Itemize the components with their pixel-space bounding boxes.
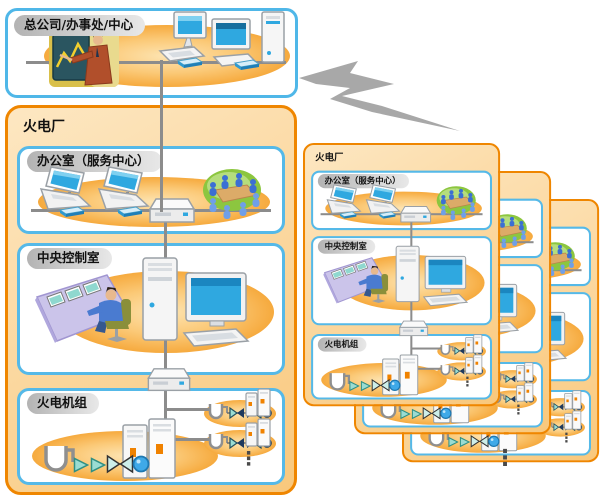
laptop-icon: [97, 166, 151, 212]
operator-console-icon: [323, 256, 399, 305]
network-adapter-icon: [377, 210, 397, 219]
more-units-ellipsis: ⋮: [511, 402, 525, 418]
mini-servers-icon: [465, 334, 483, 354]
unit-branch-line: [411, 347, 443, 350]
process-pump-circle-icon: [132, 455, 150, 473]
valve-bowtie-icon: [106, 454, 134, 474]
workstation-tower-icon: [142, 253, 252, 349]
process-tank-icon: [327, 369, 351, 396]
plant-trunk-line: [164, 391, 167, 441]
more-units-ellipsis: ⋮: [239, 448, 258, 470]
control-room-label-pill: 中央控制室: [27, 248, 112, 269]
process-pump-circle-icon: [389, 379, 401, 391]
hq-lan-line: [26, 61, 286, 64]
mini-servers-icon: [564, 390, 582, 410]
laptop-icon: [326, 184, 362, 215]
power-unit-label-pill: 火电机组: [27, 393, 100, 414]
more-units-ellipsis: ⋮: [559, 430, 573, 446]
hq-to-plant-trunk-line: [160, 60, 163, 212]
network-switch-icon: [398, 319, 430, 339]
unit-branch-line: [166, 438, 212, 441]
control-room-label-pill: 中央控制室: [317, 239, 375, 254]
headquarters-box: 总公司/办事处/中心: [5, 8, 298, 98]
network-switch-icon: [145, 366, 193, 396]
wan-lightning-icon: [292, 50, 472, 144]
valve-triangle-icon: [400, 408, 411, 420]
plant-card-title: 火电厂: [23, 119, 65, 135]
valve-triangle-icon: [360, 380, 372, 392]
process-tank-icon: [41, 440, 75, 480]
operator-console-icon: [35, 273, 147, 345]
valve-bowtie-icon: [371, 378, 390, 393]
office-label-pill: 办公室（服务中心）: [317, 174, 409, 188]
plant-card-slot-main: 火电厂 办公室（服务中心） 中央控制室 火电机组: [5, 105, 297, 495]
mini-servers-icon: [245, 388, 271, 418]
process-pump-circle-icon: [488, 435, 500, 447]
mini-servers-icon: [564, 410, 582, 430]
power-unit-label-pill: 火电机组: [317, 337, 367, 352]
workstation-tower-icon: [395, 243, 469, 308]
network-adapter-icon: [57, 204, 86, 218]
network-hub-icon: [399, 204, 433, 226]
plant-trunk-line: [410, 336, 413, 370]
valve-bowtie-icon: [470, 434, 489, 449]
process-pump-circle-icon: [440, 407, 452, 419]
valve-triangle-icon: [349, 380, 360, 392]
hq-label-pill: 总公司/办事处/中心: [14, 15, 146, 36]
laptop-icon: [365, 184, 401, 215]
unit-branch-line: [166, 408, 212, 411]
unit-branch-line: [411, 367, 443, 370]
valve-triangle-icon: [90, 457, 107, 473]
presenter-chart-icon: [48, 25, 120, 89]
more-units-ellipsis: ⋮: [460, 374, 474, 390]
network-hub-icon: [147, 196, 197, 228]
valve-triangle-icon: [459, 436, 471, 448]
monitor-keyboard-icon: [154, 11, 214, 67]
power-plant-card: 火电厂 办公室（服务中心） 中央控制室 火电机组: [5, 105, 297, 495]
conference-table-icon: [435, 184, 478, 225]
server-towers-icon: [382, 354, 419, 396]
plant-card-title: 火电厂: [315, 152, 344, 164]
conference-table-icon: [201, 165, 265, 225]
valve-bowtie-icon: [422, 406, 441, 421]
network-adapter-icon: [232, 57, 261, 71]
mini-servers-icon: [516, 362, 534, 382]
network-adapter-icon: [115, 204, 144, 218]
mini-servers-icon: [245, 418, 271, 448]
power-plant-card: 火电厂 办公室（服务中心） 中央控制室 火电机组: [303, 143, 501, 407]
plant-card-slot-1: 火电厂 办公室（服务中心） 中央控制室 火电机组: [303, 143, 595, 503]
valve-triangle-icon: [73, 457, 90, 473]
mini-servers-icon: [465, 354, 483, 374]
network-adapter-icon: [175, 55, 204, 69]
network-adapter-icon: [338, 210, 358, 219]
valve-triangle-icon: [448, 436, 459, 448]
laptop-icon: [39, 166, 93, 212]
more-plants-ellipsis: ⋮: [494, 446, 516, 471]
valve-triangle-icon: [411, 408, 423, 420]
office-label-pill: 办公室（服务中心）: [27, 151, 162, 172]
mini-servers-icon: [516, 382, 534, 402]
